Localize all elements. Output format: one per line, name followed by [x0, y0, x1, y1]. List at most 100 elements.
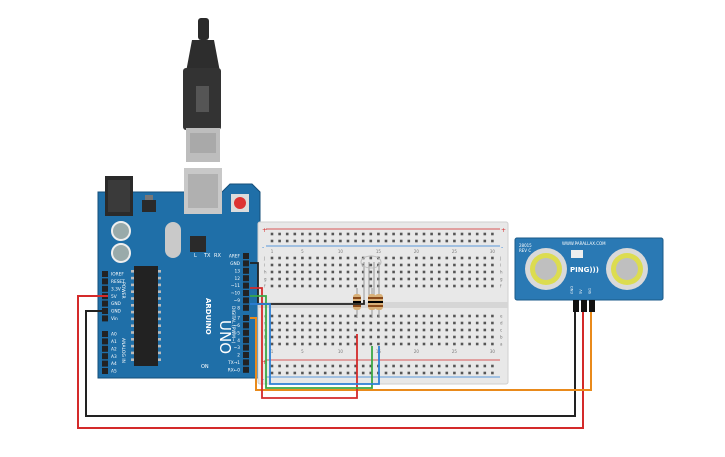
rail-hole[interactable]: [354, 371, 357, 375]
breadboard-hole[interactable]: [278, 321, 281, 325]
breadboard-hole[interactable]: [384, 277, 388, 281]
breadboard-hole[interactable]: [468, 321, 471, 325]
rail-hole[interactable]: [491, 364, 494, 368]
breadboard-hole[interactable]: [407, 314, 411, 318]
breadboard-hole[interactable]: [422, 284, 426, 288]
rail-hole[interactable]: [491, 232, 494, 236]
breadboard-hole[interactable]: [491, 277, 494, 281]
breadboard-hole[interactable]: [316, 335, 319, 339]
breadboard-hole[interactable]: [437, 335, 441, 339]
resistor-1[interactable]: [353, 288, 361, 318]
breadboard-hole[interactable]: [346, 256, 350, 260]
arduino-uno-board[interactable]: ARDUINO UNO TX RX L ON DIGITAL (PWM~) AN…: [97, 168, 261, 379]
breadboard-hole[interactable]: [445, 328, 449, 332]
breadboard-hole[interactable]: [316, 256, 319, 260]
breadboard-hole[interactable]: [475, 277, 479, 281]
breadboard-hole[interactable]: [270, 314, 274, 318]
breadboard-hole[interactable]: [346, 284, 350, 288]
breadboard-hole[interactable]: [278, 342, 281, 346]
breadboard-hole[interactable]: [339, 270, 342, 274]
breadboard-hole[interactable]: [491, 342, 494, 346]
rail-hole[interactable]: [308, 232, 312, 236]
rail-hole[interactable]: [301, 239, 304, 243]
breadboard-hole[interactable]: [369, 342, 373, 346]
breadboard-hole[interactable]: [369, 335, 373, 339]
breadboard-hole[interactable]: [293, 256, 297, 260]
breadboard-hole[interactable]: [384, 270, 388, 274]
analog-pin[interactable]: [102, 338, 108, 345]
breadboard-hole[interactable]: [399, 256, 403, 260]
rail-hole[interactable]: [460, 371, 464, 375]
rail-hole[interactable]: [278, 232, 281, 236]
breadboard-hole[interactable]: [346, 314, 350, 318]
breadboard-hole[interactable]: [460, 263, 464, 267]
breadboard-hole[interactable]: [339, 256, 342, 260]
breadboard-hole[interactable]: [285, 270, 289, 274]
breadboard-hole[interactable]: [453, 321, 456, 325]
breadboard-hole[interactable]: [468, 256, 471, 260]
breadboard-hole[interactable]: [407, 277, 411, 281]
breadboard-hole[interactable]: [339, 328, 342, 332]
breadboard-hole[interactable]: [293, 328, 297, 332]
rail-hole[interactable]: [483, 364, 487, 368]
breadboard-hole[interactable]: [422, 256, 426, 260]
breadboard-hole[interactable]: [361, 263, 365, 267]
rail-hole[interactable]: [361, 371, 365, 375]
breadboard-hole[interactable]: [354, 256, 357, 260]
breadboard-hole[interactable]: [422, 263, 426, 267]
breadboard-hole[interactable]: [270, 342, 274, 346]
wire-gnd-black[interactable]: [85, 310, 576, 417]
breadboard-hole[interactable]: [415, 277, 418, 281]
breadboard-hole[interactable]: [270, 321, 274, 325]
breadboard-hole[interactable]: [331, 328, 335, 332]
breadboard-hole[interactable]: [422, 328, 426, 332]
breadboard-hole[interactable]: [285, 321, 289, 325]
breadboard-hole[interactable]: [491, 284, 494, 288]
rail-hole[interactable]: [445, 371, 449, 375]
rail-hole[interactable]: [316, 239, 319, 243]
rail-hole[interactable]: [323, 239, 327, 243]
rail-hole[interactable]: [270, 364, 274, 368]
rail-hole[interactable]: [270, 239, 274, 243]
breadboard-hole[interactable]: [392, 314, 395, 318]
breadboard-hole[interactable]: [308, 321, 312, 325]
breadboard-hole[interactable]: [437, 270, 441, 274]
rail-hole[interactable]: [430, 239, 433, 243]
rail-hole[interactable]: [468, 239, 471, 243]
breadboard-hole[interactable]: [301, 256, 304, 260]
breadboard-hole[interactable]: [331, 256, 335, 260]
breadboard-hole[interactable]: [354, 284, 357, 288]
breadboard-hole[interactable]: [285, 342, 289, 346]
breadboard-hole[interactable]: [301, 263, 304, 267]
rail-hole[interactable]: [384, 364, 388, 368]
breadboard-hole[interactable]: [407, 270, 411, 274]
digital-pin[interactable]: [243, 253, 249, 259]
ping-ultrasonic-sensor[interactable]: WWW.PARALLAX.COM 28015 REV C PING))) GND…: [514, 237, 664, 312]
breadboard-hole[interactable]: [316, 284, 319, 288]
wire-blue-led[interactable]: [250, 303, 380, 385]
breadboard-hole[interactable]: [270, 328, 274, 332]
breadboard-hole[interactable]: [483, 321, 487, 325]
digital-pin[interactable]: [243, 344, 249, 351]
rail-hole[interactable]: [384, 371, 388, 375]
breadboard-hole[interactable]: [339, 335, 342, 339]
rail-hole[interactable]: [453, 371, 456, 375]
rail-hole[interactable]: [301, 232, 304, 236]
breadboard-hole[interactable]: [308, 314, 312, 318]
power-pin[interactable]: [102, 285, 108, 292]
breadboard-hole[interactable]: [369, 328, 373, 332]
breadboard-hole[interactable]: [475, 335, 479, 339]
breadboard-hole[interactable]: [354, 314, 357, 318]
breadboard-hole[interactable]: [361, 328, 365, 332]
breadboard-hole[interactable]: [407, 284, 411, 288]
breadboard-hole[interactable]: [285, 335, 289, 339]
breadboard-hole[interactable]: [316, 263, 319, 267]
breadboard-hole[interactable]: [483, 328, 487, 332]
breadboard-hole[interactable]: [460, 335, 464, 339]
rail-hole[interactable]: [453, 364, 456, 368]
breadboard-hole[interactable]: [460, 342, 464, 346]
digital-pin[interactable]: [243, 315, 249, 321]
breadboard-hole[interactable]: [430, 342, 433, 346]
rail-hole[interactable]: [475, 371, 479, 375]
breadboard-hole[interactable]: [331, 263, 335, 267]
